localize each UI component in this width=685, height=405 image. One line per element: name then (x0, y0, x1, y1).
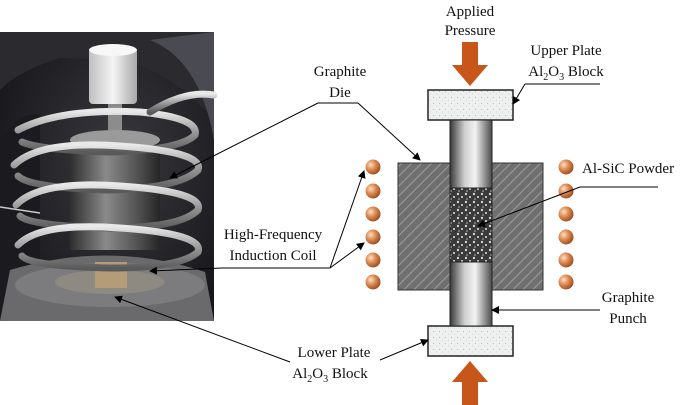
induction-coil-left (365, 159, 381, 290)
applied-pressure-label-2: Pressure (445, 23, 496, 39)
graphite-die-leader-die (357, 102, 421, 161)
graphite-die-label: Graphite (314, 64, 367, 80)
coil-label: High-Frequency (224, 227, 323, 243)
powder-label: Al-SiC Powder (582, 161, 674, 177)
lower-plate-material-label: Al2O3 Block (292, 366, 368, 385)
induction-coil-right (558, 159, 574, 290)
coil-label-2: Induction Coil (229, 248, 316, 264)
lower-alumina-plate (427, 325, 514, 357)
upper-plate-leader (512, 83, 526, 105)
coil-leader-bottom (329, 242, 365, 269)
applied-pressure-label: Applied (446, 4, 495, 20)
coil-leader-top (329, 170, 366, 269)
powder-leader (477, 186, 581, 228)
bottom-pressure-arrow (452, 361, 488, 405)
graphite-die-label-2: Die (329, 85, 351, 101)
upper-plate-label: Upper Plate (530, 43, 602, 59)
upper-graphite-punch (449, 119, 493, 189)
lower-plate-label: Lower Plate (298, 345, 371, 361)
lower-plate-leader-schematic (379, 339, 429, 361)
applied-pressure-arrow (452, 42, 488, 86)
upper-plate-material-label: Al2O3 Block (528, 64, 604, 83)
sps-chamber-photo (0, 32, 218, 322)
lower-graphite-punch (449, 261, 493, 327)
upper-alumina-plate (427, 89, 514, 121)
lower-plate-leader-photo (114, 295, 291, 363)
al-sic-powder (449, 187, 493, 263)
coil-leader-photo (149, 266, 223, 275)
graphite-punch-label: Graphite (602, 290, 655, 306)
graphite-die-leader-photo (169, 102, 319, 179)
graphite-punch-label-2: Punch (609, 311, 647, 327)
